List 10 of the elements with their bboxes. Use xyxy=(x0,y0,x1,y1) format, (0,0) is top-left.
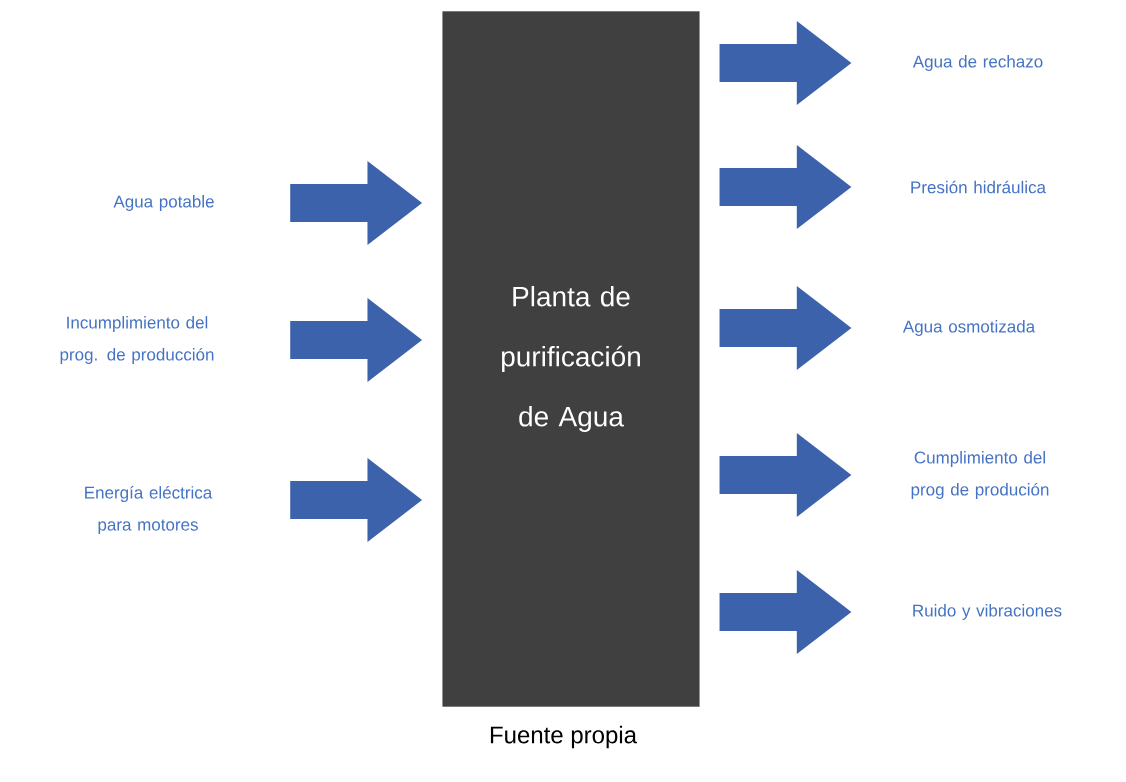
text-label: Incumplimiento del prog. de producción xyxy=(60,316,214,364)
text-label: Cumplimiento del prog de produción xyxy=(911,451,1049,499)
caption: Fuente propia xyxy=(490,725,637,749)
process-box: Planta de purificación de Agua xyxy=(442,11,700,707)
text-label: Agua de rechazo xyxy=(912,55,1043,71)
text-label: Agua potable xyxy=(113,195,214,211)
text-label: Agua osmotizada xyxy=(902,320,1036,336)
text-label: Ruido y vibraciones xyxy=(913,604,1062,620)
text-label: Presión hidráulica xyxy=(911,180,1046,194)
text-label: Energía eléctrica para motores xyxy=(85,486,213,535)
